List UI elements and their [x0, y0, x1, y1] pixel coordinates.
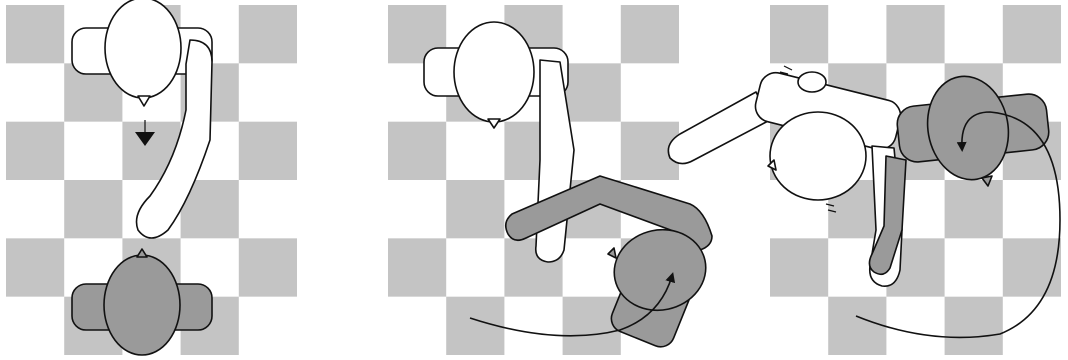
white-nose: [768, 160, 776, 170]
white-head: [105, 0, 181, 98]
checker-square: [828, 297, 886, 355]
checker-square: [945, 297, 1003, 355]
white-hand: [798, 72, 826, 92]
checker-square: [563, 297, 621, 355]
checker-square: [446, 180, 504, 238]
checker-square: [388, 122, 446, 180]
checker-square: [6, 122, 64, 180]
white-head: [454, 22, 534, 122]
checker-square: [1003, 238, 1061, 296]
checker-square: [945, 180, 1003, 238]
checker-square: [770, 5, 828, 63]
checker-square: [563, 63, 621, 121]
checker-square: [239, 238, 297, 296]
checker-square: [6, 238, 64, 296]
checker-square: [6, 5, 64, 63]
checker-square: [239, 5, 297, 63]
white-head: [770, 112, 866, 200]
checker-square: [770, 238, 828, 296]
checker-square: [621, 5, 679, 63]
checker-square: [1003, 5, 1061, 63]
checker-square: [239, 122, 297, 180]
checker-square: [64, 180, 122, 238]
checker-square: [886, 5, 944, 63]
grey-head: [104, 255, 180, 355]
checker-square: [388, 238, 446, 296]
white-arm-left: [668, 92, 770, 164]
